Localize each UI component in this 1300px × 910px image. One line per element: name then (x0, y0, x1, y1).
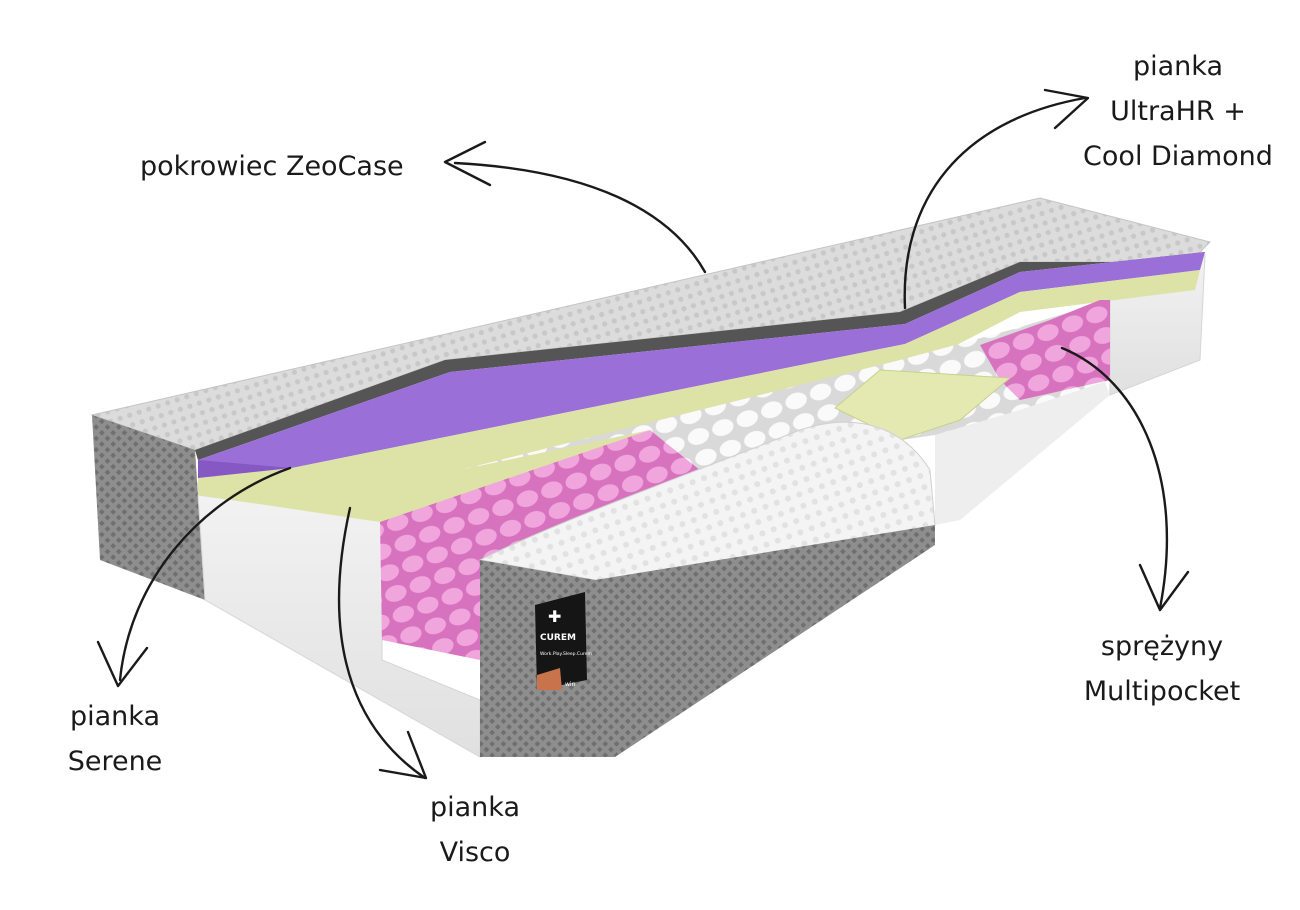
arrow-ultrahr-head (1043, 88, 1090, 130)
label-springs-line: sprężyny (1100, 631, 1224, 662)
arrow-springs-head (1138, 563, 1190, 612)
annotation-arrows (96, 88, 1190, 780)
label-visco: pianka Visco (400, 785, 550, 875)
label-cover-line: pokrowiec ZeoCase (140, 151, 404, 182)
yellow-foam-layer (198, 270, 1200, 522)
purple-foam-layer (198, 252, 1205, 478)
label-visco-line: pianka (429, 792, 520, 823)
arrow-springs (1060, 346, 1169, 610)
arrow-serene (118, 466, 292, 682)
brand-tag-footer: win (565, 681, 576, 688)
springs-pink-block (380, 430, 700, 660)
arrow-serene-head (96, 640, 149, 688)
label-ultrahr-line: UltraHR + (1110, 96, 1246, 127)
label-serene: pianka Serene (40, 694, 190, 784)
label-serene-line: Serene (67, 746, 163, 777)
cover-front-end (480, 525, 935, 757)
arrow-visco (337, 506, 427, 780)
brand-tag-slogan: Work.Play.Sleep.Curem (540, 651, 592, 657)
label-cover: pokrowiec ZeoCase (140, 144, 404, 189)
arrow-cover-head (443, 140, 492, 187)
springs-white-block (460, 300, 1110, 470)
mattress-right-front (935, 370, 1110, 525)
label-ultrahr-line: pianka (1132, 51, 1223, 82)
arrow-ultrahr (903, 96, 1087, 310)
arrow-visco-head (378, 730, 428, 780)
brand-tag: ✚ CUREM Work.Play.Sleep.Curem win (535, 592, 592, 690)
arrow-cover (453, 161, 707, 274)
label-springs: sprężyny Multipocket (1062, 624, 1262, 714)
brand-tag-name: CUREM (540, 633, 576, 643)
label-visco-line: Visco (439, 837, 511, 868)
svg-text:✚: ✚ (548, 607, 561, 626)
springs-pink-right (980, 300, 1110, 400)
cover-left-side (92, 415, 205, 600)
label-springs-line: Multipocket (1083, 676, 1241, 707)
label-serene-line: pianka (69, 701, 160, 732)
label-ultrahr: pianka UltraHR + Cool Diamond (1068, 44, 1288, 179)
label-ultrahr-line: Cool Diamond (1083, 141, 1273, 172)
